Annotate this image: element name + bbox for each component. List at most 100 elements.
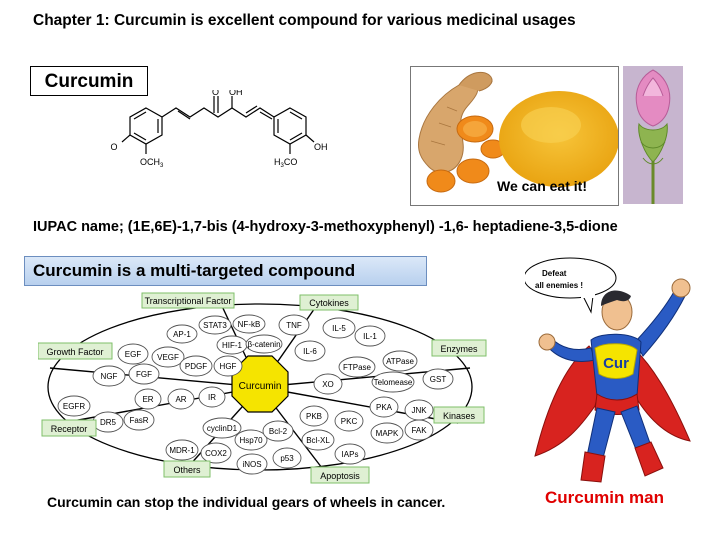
target-hgf: HGF (213, 355, 243, 377)
target-bcl2: Bcl-2 (262, 420, 294, 442)
target-pka: PKA (369, 396, 399, 418)
tag-others: Others (163, 460, 211, 478)
hero-cape (534, 345, 606, 457)
target-fak: FAK (404, 419, 434, 441)
svg-text:PKB: PKB (306, 412, 322, 421)
svg-text:Bcl-XL: Bcl-XL (306, 436, 330, 445)
svg-text:Transcriptional Factor: Transcriptional Factor (145, 296, 232, 306)
target-telomease: Telomease (371, 371, 415, 393)
svg-text:β-catenin: β-catenin (247, 340, 280, 349)
curcumin-structure: HO OCH3 H3CO OH O OH (110, 90, 328, 169)
turmeric-flower-photo (623, 66, 683, 204)
target-egf: EGF (117, 343, 149, 365)
page-title: Chapter 1: Curcumin is excellent compoun… (33, 12, 576, 29)
target-bcatenin: β-catenin (245, 334, 283, 354)
ketone-o-label: O (212, 90, 219, 97)
target-bclxl: Bcl-XL (301, 429, 335, 451)
target-cyclind1: cyclinD1 (202, 417, 242, 439)
turmeric-illustration (418, 71, 619, 193)
target-ngf: NGF (92, 365, 126, 387)
svg-text:FTPase: FTPase (343, 363, 372, 372)
h3co-right-label: H3CO (274, 157, 297, 169)
svg-text:Enzymes: Enzymes (440, 344, 478, 354)
svg-text:NF-kB: NF-kB (238, 320, 261, 329)
svg-text:MDR-1: MDR-1 (169, 446, 195, 455)
target-inos: iNOS (236, 453, 268, 475)
curcumin-center-octagon (231, 355, 289, 413)
target-nfkb: NF-kB (232, 314, 266, 334)
svg-text:Kinases: Kinases (443, 411, 476, 421)
enol-oh-label: OH (229, 90, 243, 97)
svg-text:NGF: NGF (101, 372, 118, 381)
target-cox2: COX2 (200, 442, 232, 464)
svg-text:cyclinD1: cyclinD1 (207, 424, 238, 433)
target-fgf: FGF (128, 363, 160, 385)
hero-right-boot (634, 441, 664, 477)
svg-text:STAT3: STAT3 (203, 321, 227, 330)
target-atpase: ATPase (382, 350, 418, 372)
target-ftpase: FTPase (338, 356, 376, 378)
och3-left-label: OCH3 (140, 157, 164, 169)
svg-text:Cytokines: Cytokines (309, 298, 349, 308)
target-il1: IL-1 (354, 325, 386, 347)
svg-text:JNK: JNK (411, 406, 427, 415)
target-il6: IL-6 (294, 340, 326, 362)
turmeric-root (418, 80, 479, 174)
svg-text:EGF: EGF (125, 350, 142, 359)
svg-text:iNOS: iNOS (242, 460, 261, 469)
curcumin-man-label: Curcumin man (545, 488, 665, 507)
flower-green-bracts (638, 122, 668, 163)
svg-text:FasR: FasR (129, 416, 148, 425)
svg-text:ER: ER (142, 395, 153, 404)
target-fasr: FasR (123, 409, 155, 431)
svg-text:IL-5: IL-5 (332, 324, 346, 333)
speech-line1: Defeat (542, 269, 567, 278)
hero-left-boot (580, 451, 606, 483)
target-egfr: EGFR (57, 395, 91, 417)
svg-text:FAK: FAK (411, 426, 427, 435)
svg-text:Telomease: Telomease (374, 378, 413, 387)
target-dr5: DR5 (92, 411, 124, 433)
svg-text:Apoptosis: Apoptosis (320, 471, 360, 481)
svg-text:ATPase: ATPase (386, 357, 414, 366)
target-ir: IR (198, 386, 226, 408)
svg-text:FGF: FGF (136, 370, 152, 379)
target-vegf: VEGF (151, 346, 185, 368)
speech-bubble: Defeat all enemies ! (525, 257, 617, 314)
target-xo: XO (313, 373, 343, 395)
target-ar: AR (167, 388, 195, 410)
ho-left-label: HO (110, 142, 118, 152)
tag-receptor: Receptor (41, 419, 97, 437)
hero-left-leg (586, 407, 616, 459)
target-hif1: HIF-1 (216, 335, 248, 355)
target-mapk: MAPK (370, 422, 404, 444)
hero-emblem (594, 343, 638, 379)
svg-text:HIF-1: HIF-1 (222, 341, 243, 350)
hero-raised-arm (634, 289, 686, 357)
svg-text:AR: AR (175, 395, 186, 404)
svg-text:MAPK: MAPK (376, 429, 399, 438)
target-hsp70: Hsp70 (234, 429, 268, 451)
right-benzene-ring (273, 107, 307, 145)
tag-enzymes: Enzymes (431, 339, 487, 357)
target-mdr1: MDR-1 (165, 439, 199, 461)
target-gst: GST (422, 368, 454, 390)
svg-text:IAPs: IAPs (342, 450, 359, 459)
svg-text:XO: XO (322, 380, 334, 389)
svg-text:Receptor: Receptor (51, 424, 88, 434)
speech-line2: all enemies ! (535, 281, 583, 290)
svg-text:Growth Factor: Growth Factor (46, 347, 103, 357)
svg-text:VEGF: VEGF (157, 353, 179, 362)
svg-text:PDGF: PDGF (185, 362, 207, 371)
svg-text:p53: p53 (280, 454, 294, 463)
oh-right-label: OH (314, 142, 328, 152)
target-tnf: TNF (278, 314, 310, 336)
target-ap1: AP-1 (166, 324, 198, 344)
svg-text:IR: IR (208, 393, 216, 402)
hero-chest-label: Cur (603, 355, 629, 372)
left-benzene-ring (129, 107, 163, 145)
target-iaps: IAPs (334, 443, 366, 465)
target-pdgf: PDGF (179, 355, 213, 377)
svg-text:DR5: DR5 (100, 418, 117, 427)
target-er: ER (134, 388, 162, 410)
